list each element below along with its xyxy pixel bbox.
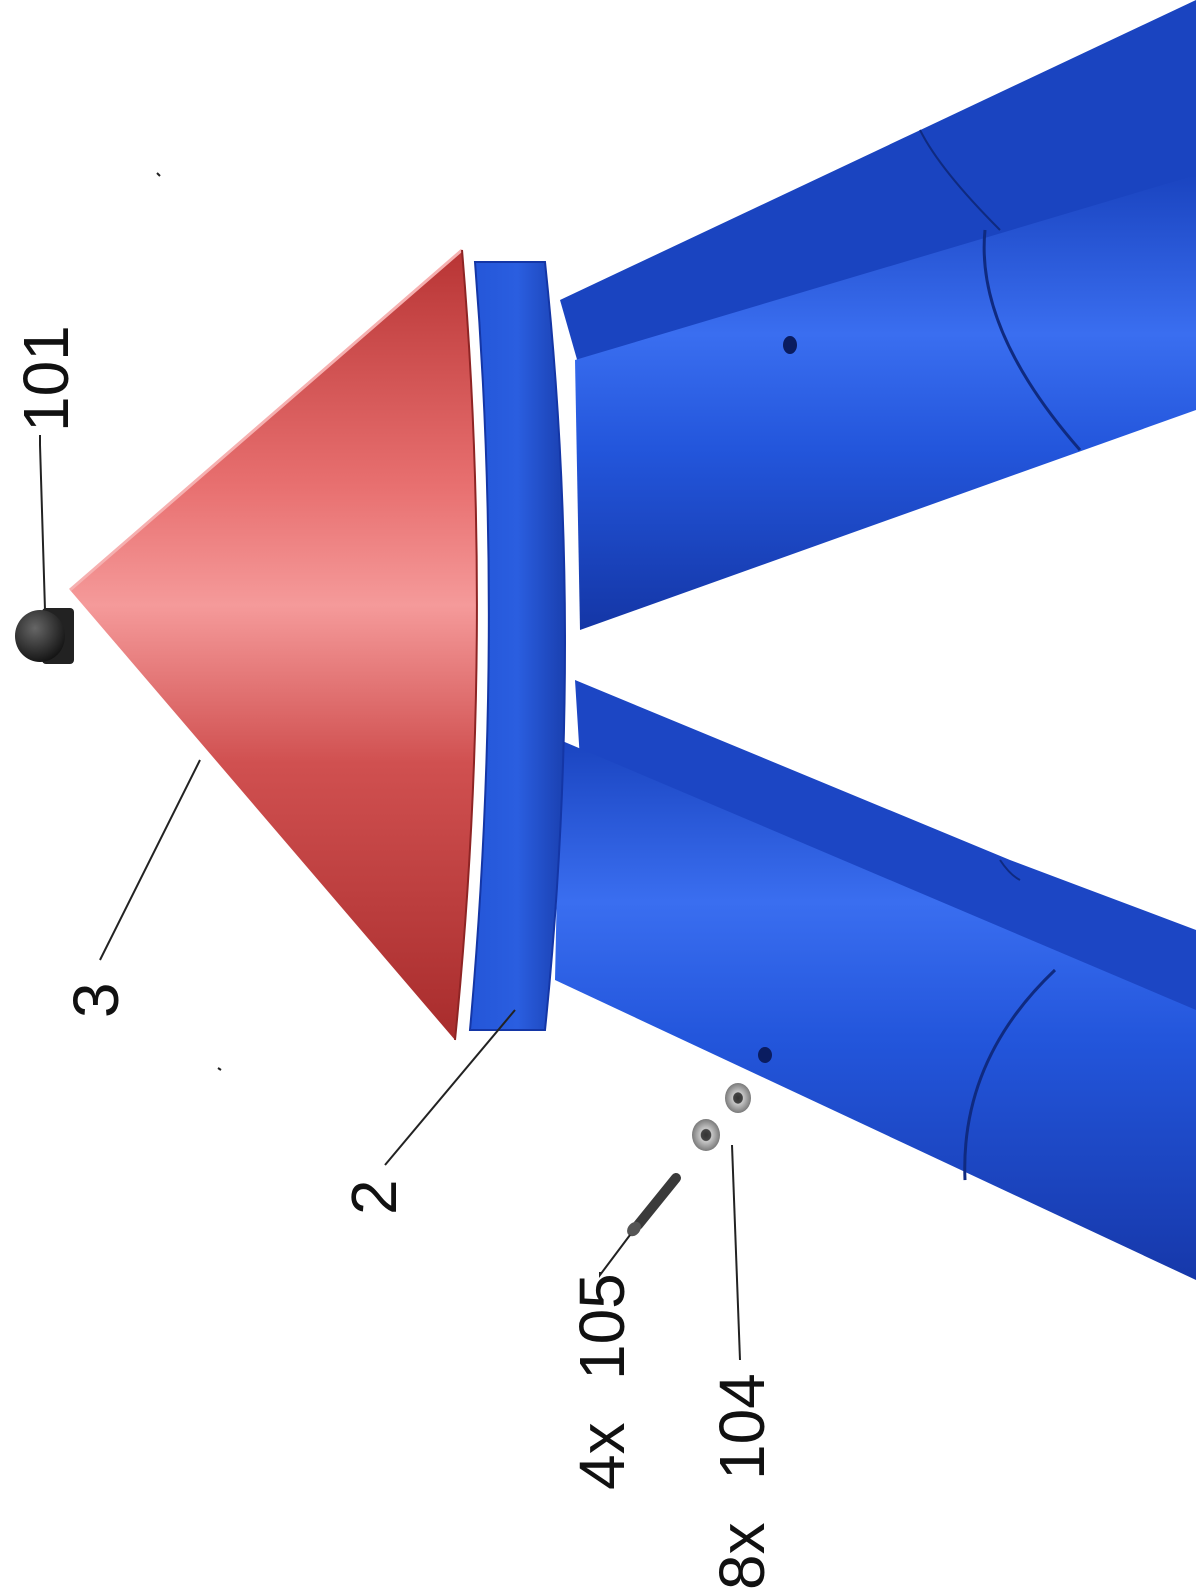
leader-lines (39, 435, 741, 1361)
lower-main-tube (555, 740, 1196, 1280)
upper-frame-tubes (560, 0, 1196, 630)
callout-104-qty: 8x (706, 1522, 778, 1590)
lower-bolt-hole (758, 1047, 772, 1063)
red-cone-cap (69, 248, 478, 1041)
leader-3 (99, 759, 201, 961)
stray-mark (217, 1067, 222, 1071)
callout-104: 8x 104 (706, 1373, 778, 1590)
lower-back-sleeve-edge (999, 859, 1021, 881)
upper-back-sleeve-edge (919, 129, 1001, 231)
callout-105-qty: 4x (566, 1422, 638, 1490)
screw (627, 1173, 681, 1237)
washers (692, 1083, 751, 1151)
callout-2-number: 2 (338, 1179, 410, 1215)
callout-2: 2 (338, 1179, 410, 1215)
acorn-nut (15, 608, 74, 664)
leader-2 (384, 1009, 516, 1166)
washer-2 (725, 1083, 751, 1113)
callout-3: 3 (60, 982, 132, 1018)
lower-frame-tubes (555, 680, 1196, 1280)
stray-mark (156, 172, 161, 177)
callout-101: 101 (10, 325, 82, 432)
callout-105-number: 105 (566, 1273, 638, 1380)
upper-main-tube (575, 175, 1196, 630)
callout-105: 4x 105 (566, 1273, 638, 1490)
callout-104-number: 104 (706, 1373, 778, 1480)
callout-3-number: 3 (60, 982, 132, 1018)
callout-101-number: 101 (10, 325, 82, 432)
washer-1 (692, 1119, 720, 1151)
flange-ring (468, 261, 566, 1031)
leader-101 (39, 435, 46, 611)
upper-bolt-hole (783, 336, 797, 354)
leader-104 (731, 1144, 741, 1361)
upper-sleeve-edge (982, 229, 1082, 451)
upper-back-tube (560, 0, 1196, 370)
leader-105 (599, 1234, 631, 1278)
lower-sleeve-edge (963, 968, 1057, 1181)
